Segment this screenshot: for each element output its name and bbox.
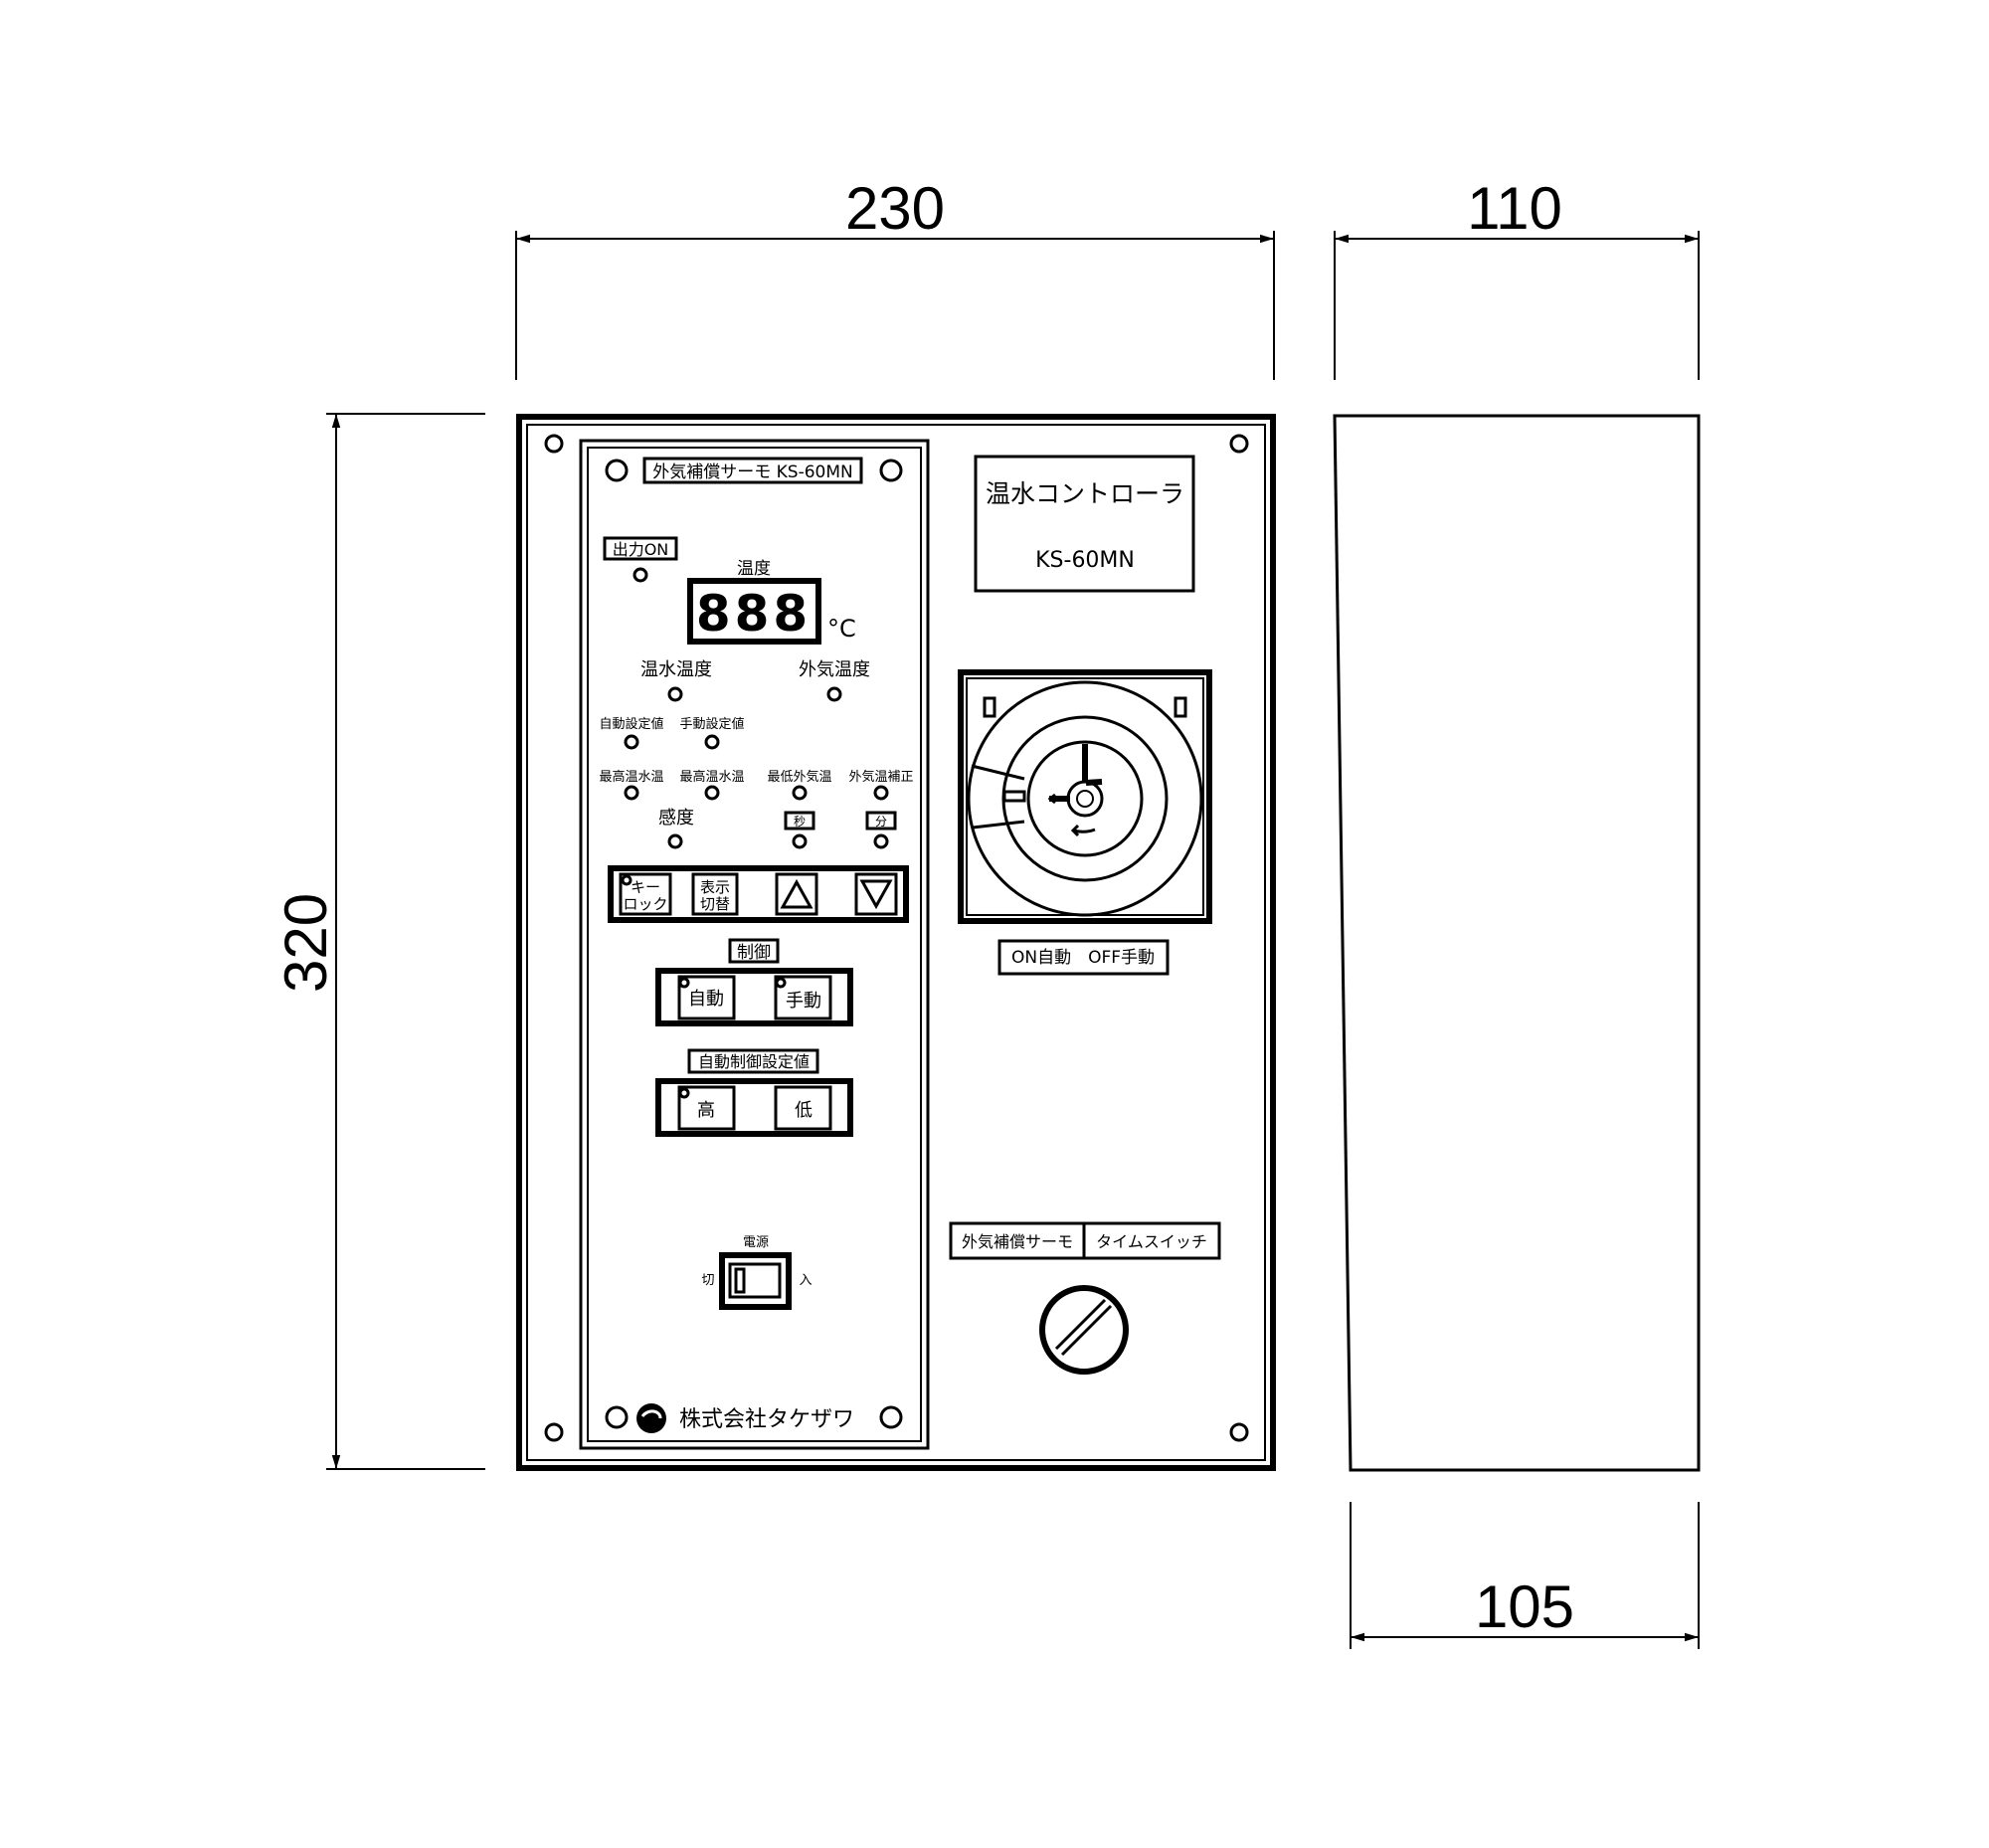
- key-lock-label-line1: キー: [631, 878, 660, 896]
- power-label: 電源: [743, 1235, 769, 1250]
- company-logo-icon: [636, 1403, 666, 1433]
- output-led: [633, 567, 648, 583]
- thermostat-title: 外気補償サーモ KS-60MN: [652, 462, 853, 482]
- auto-control-setpoint-label: 自動制御設定値: [698, 1052, 810, 1071]
- depth-top-dimension-label: 110: [1467, 175, 1562, 242]
- power-on-label: 入: [799, 1273, 812, 1288]
- timer-center-ring: [1026, 740, 1144, 857]
- controller-nameplate: [974, 455, 1195, 593]
- display-switch-label-line2: 切替: [700, 895, 730, 913]
- outdoor-temp-led: [826, 686, 842, 702]
- display-digits: 888: [696, 585, 812, 643]
- high-button-label: 高: [697, 1100, 715, 1121]
- timer-clip-right: [1174, 696, 1187, 718]
- seconds-unit-label: 秒: [794, 815, 806, 829]
- time-switch: [958, 669, 1212, 924]
- auto-button-label: 自動: [688, 989, 724, 1010]
- panel-screw: [879, 1405, 903, 1429]
- high-setpoint-button[interactable]: [677, 1085, 736, 1131]
- minutes-unit-label: 分: [875, 815, 887, 829]
- timer-mode-label: ON自動 OFF手動: [1011, 948, 1155, 968]
- front-enclosure: [516, 414, 1276, 1471]
- minutes-led: [873, 833, 889, 849]
- outdoor-correction-label: 外気温補正: [848, 769, 913, 785]
- max-water-temp-led-2: [704, 785, 720, 801]
- width-dimension-label: 230: [845, 175, 945, 242]
- panel-screw: [605, 459, 629, 482]
- timer-pin: [1002, 790, 1026, 803]
- down-button[interactable]: [854, 872, 898, 916]
- timer-center-knob: [1066, 780, 1104, 818]
- low-button-label: 低: [795, 1100, 813, 1121]
- panel-screw: [879, 459, 903, 482]
- corner-screw: [544, 434, 564, 454]
- min-outdoor-temp-led: [792, 785, 808, 801]
- min-outdoor-temp-label: 最低外気温: [767, 769, 831, 785]
- celsius-unit: °C: [827, 615, 856, 643]
- outdoor-correction-led: [873, 785, 889, 801]
- power-switch-lever: [734, 1267, 746, 1294]
- manual-control-button[interactable]: [774, 975, 832, 1020]
- key-button-row: [608, 865, 909, 923]
- dimension-lines: 230 110 320 105: [272, 175, 1700, 1649]
- max-water-temp-label-2: 最高温水温: [679, 769, 744, 785]
- corner-screw: [1229, 434, 1249, 454]
- manual-button-label: 手動: [786, 991, 821, 1012]
- auto-setpoint-led: [624, 734, 639, 750]
- panel-screw: [605, 1405, 629, 1429]
- temperature-label: 温度: [737, 559, 771, 579]
- controller-section: 温水コントローラ KS-60MN ON自動 OFF手動 外気補償サーモ タイムス…: [949, 455, 1221, 1375]
- timer-clip-left: [983, 696, 996, 718]
- auto-setpoint-label: 自動設定値: [599, 716, 663, 732]
- high-setpoint-led: [678, 1087, 690, 1099]
- hot-water-temp-label: 温水温度: [640, 659, 712, 680]
- height-dimension-label: 320: [272, 893, 339, 993]
- sensitivity-label: 感度: [658, 808, 694, 829]
- selector-right-label: タイムスイッチ: [1096, 1232, 1207, 1251]
- temperature-display: [687, 578, 821, 645]
- low-setpoint-button[interactable]: [774, 1085, 832, 1131]
- auto-control-button[interactable]: [677, 975, 736, 1020]
- hot-water-temp-led: [667, 686, 683, 702]
- seconds-led: [792, 833, 808, 849]
- manual-setpoint-led: [704, 734, 720, 750]
- control-label: 制御: [737, 943, 771, 963]
- auto-control-led: [678, 977, 690, 989]
- key-lock-button[interactable]: [619, 872, 672, 916]
- depth-bottom-dimension-label: 105: [1475, 1573, 1574, 1640]
- display-switch-button[interactable]: [691, 872, 739, 916]
- up-button[interactable]: [775, 872, 818, 916]
- selector-left-label: 外気補償サーモ: [962, 1232, 1073, 1251]
- company-name: 株式会社タケザワ: [679, 1407, 854, 1432]
- sensitivity-led: [667, 833, 683, 849]
- power-off-label: 切: [701, 1273, 714, 1288]
- thermostat-panel: 外気補償サーモ KS-60MN 出力ON 温度 888 °C 温水温度 外気温度…: [579, 439, 930, 1450]
- outdoor-temp-label: 外気温度: [799, 659, 870, 680]
- corner-screw: [1229, 1422, 1249, 1442]
- key-lock-label-line2: ロック: [623, 895, 667, 913]
- max-water-temp-label: 最高温水温: [599, 769, 663, 785]
- up-arrow-icon: [780, 878, 814, 909]
- corner-screw: [544, 1422, 564, 1442]
- setpoint-button-group: [655, 1078, 853, 1137]
- side-view: [1333, 414, 1701, 1472]
- controller-model: KS-60MN: [1035, 548, 1135, 573]
- display-switch-label-line1: 表示: [700, 878, 730, 896]
- manual-setpoint-label: 手動設定値: [679, 716, 744, 732]
- max-water-temp-led: [624, 785, 639, 801]
- timer-dial-outer[interactable]: [967, 680, 1203, 917]
- power-switch[interactable]: [719, 1252, 792, 1310]
- controller-name: 温水コントローラ: [986, 479, 1184, 508]
- mode-selector-knob[interactable]: [1039, 1285, 1129, 1375]
- manual-control-led: [775, 977, 787, 989]
- key-lock-led: [621, 874, 633, 886]
- control-button-group: [655, 968, 853, 1026]
- down-arrow-icon: [859, 879, 893, 910]
- output-on-label: 出力ON: [613, 540, 669, 559]
